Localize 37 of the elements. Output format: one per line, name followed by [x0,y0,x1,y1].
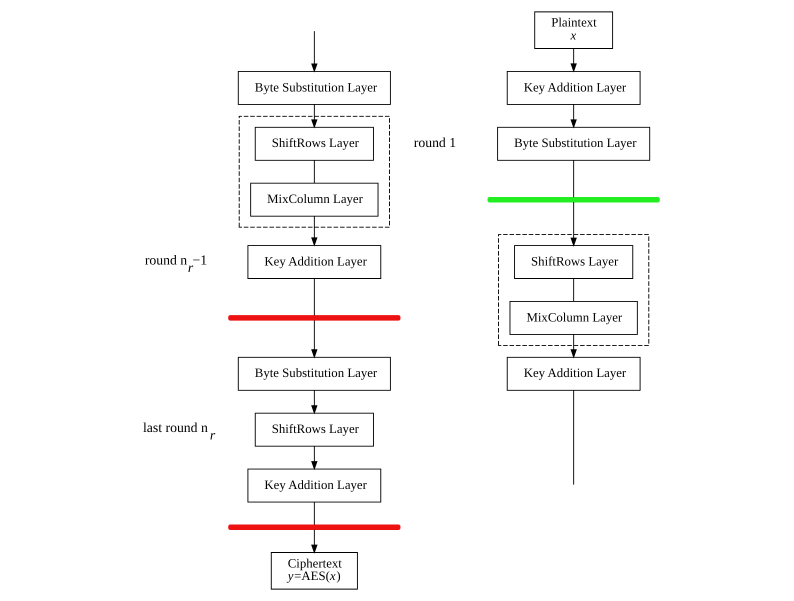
node-box: ShiftRows Layer [254,126,374,161]
node-box: Ciphertext y=AES(x) [270,552,358,590]
node-box: Key Addition Layer [506,70,640,105]
arrow [310,104,318,128]
arrow [310,30,318,73]
connector [572,278,574,302]
arrow [310,390,318,414]
node-box: ShiftRows Layer [514,245,633,279]
connector [572,160,574,198]
node-box: Byte Substitution Layer [237,70,390,105]
node-box: Key Addition Layer [246,468,381,503]
arrow [310,446,318,470]
node-box: MixColumn Layer [250,182,378,217]
connector [313,160,314,184]
node-box: Byte Substitution Layer [237,356,390,391]
node-box: MixColumn Layer [509,300,638,335]
connector [572,390,574,486]
node-bar [487,196,660,202]
connector [313,502,314,526]
arrow [570,334,576,358]
arrow [570,202,576,247]
arrow [570,48,576,73]
arrow [310,529,318,554]
connector [313,278,314,316]
node-box: Byte Substitution Layer [496,126,650,161]
node-bar [228,524,400,530]
arrow [570,104,576,128]
cluster [238,116,390,228]
node-box: Plaintext x [534,11,613,49]
arrow [310,216,318,246]
node-bar [228,315,400,321]
node-box: Key Addition Layer [506,356,640,391]
node-box: ShiftRows Layer [254,412,374,447]
label: round 1 [413,135,456,150]
arrow [310,320,318,358]
cluster [498,234,649,346]
node-box: Key Addition Layer [246,245,381,279]
